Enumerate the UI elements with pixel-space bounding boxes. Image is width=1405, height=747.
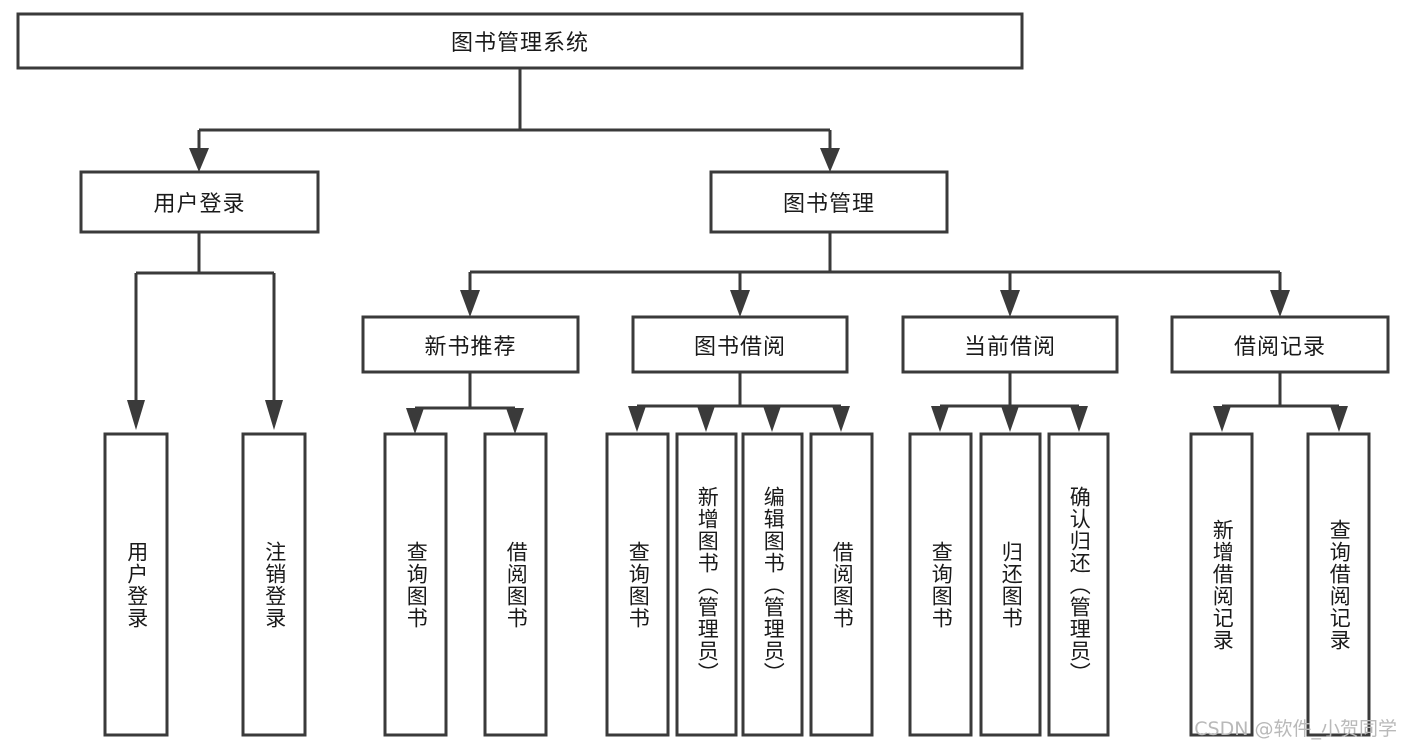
arrow-head-user-login: [189, 148, 209, 172]
node-box-leaf-borrow-book-1[interactable]: [483, 432, 548, 737]
node-box-leaf-edit-book[interactable]: [741, 432, 804, 737]
arrow-head-new-book-recommend: [460, 290, 480, 317]
arrow-head-book-borrow: [730, 290, 750, 317]
node-box-leaf-user-login[interactable]: [103, 432, 169, 737]
node-box-user-login[interactable]: [79, 170, 320, 234]
connector-group-user-login: [127, 232, 283, 430]
arrow-head-leaf-query-record: [1330, 406, 1348, 432]
arrow-head-leaf-confirm-return: [1070, 406, 1088, 432]
node-box-book-borrow[interactable]: [631, 315, 849, 374]
node-box-leaf-confirm-return[interactable]: [1047, 432, 1110, 737]
arrow-head-leaf-add-record: [1213, 406, 1231, 432]
node-box-leaf-query-book-1[interactable]: [383, 432, 448, 737]
connector-group-current-borrow: [931, 372, 1088, 432]
node-box-leaf-return-book[interactable]: [979, 432, 1042, 737]
node-box-new-book-recommend[interactable]: [361, 315, 580, 374]
arrow-head-book-manage: [820, 148, 840, 172]
arrow-head-borrow-record: [1270, 290, 1290, 317]
arrow-head-current-borrow: [1000, 290, 1020, 317]
node-box-current-borrow[interactable]: [901, 315, 1119, 374]
node-box-leaf-logout[interactable]: [241, 432, 307, 737]
connector-group-root: [189, 68, 840, 172]
arrow-head-leaf-query-book-2: [628, 406, 646, 432]
arrow-head-leaf-user-login: [127, 400, 145, 430]
node-box-leaf-borrow-book-2[interactable]: [809, 432, 874, 737]
arrow-head-leaf-borrow-book-2: [832, 406, 850, 432]
arrow-head-leaf-query-book-1: [406, 408, 424, 434]
node-box-leaf-add-record[interactable]: [1189, 432, 1254, 737]
arrow-head-leaf-add-book: [697, 406, 715, 432]
node-box-borrow-record[interactable]: [1170, 315, 1390, 374]
arrow-head-leaf-query-book-3: [931, 406, 949, 432]
connector-group-book-manage: [460, 232, 1290, 317]
node-box-leaf-add-book[interactable]: [675, 432, 738, 737]
arrow-head-leaf-return-book: [1001, 406, 1019, 432]
node-box-root[interactable]: [16, 12, 1024, 70]
connector-group-book-borrow: [628, 372, 850, 432]
node-box-leaf-query-book-3[interactable]: [908, 432, 973, 737]
arrow-head-leaf-borrow-book-1: [506, 408, 524, 434]
arrow-head-leaf-edit-book: [763, 406, 781, 432]
connector-group-borrow-record: [1213, 372, 1348, 432]
node-box-leaf-query-book-2[interactable]: [605, 432, 670, 737]
arrow-head-leaf-logout: [265, 400, 283, 430]
connector-group-new-book-recommend: [406, 372, 524, 434]
node-box-book-manage[interactable]: [709, 170, 949, 234]
node-box-leaf-query-record[interactable]: [1306, 432, 1371, 737]
